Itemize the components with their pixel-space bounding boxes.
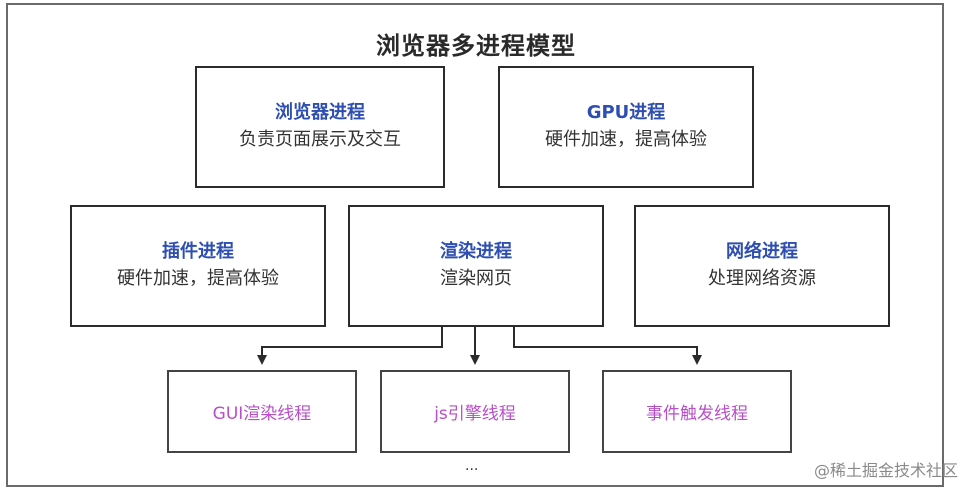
plugin-process-name: 插件进程: [162, 241, 234, 262]
diagram-title: 浏览器多进程模型: [376, 32, 576, 60]
browser-process-desc: 负责页面展示及交互: [239, 129, 401, 150]
network-process-name: 网络进程: [726, 241, 798, 262]
gpu-process-desc: 硬件加速，提高体验: [545, 129, 707, 150]
network-process-box: 网络进程 处理网络资源: [634, 205, 890, 327]
network-process-desc: 处理网络资源: [708, 268, 816, 289]
gpu-process-box: GPU进程 硬件加速，提高体验: [498, 66, 754, 188]
ellipsis: ...: [465, 458, 479, 474]
gpu-process-name: GPU进程: [586, 102, 666, 123]
renderer-process-name: 渲染进程: [440, 241, 512, 262]
renderer-process-desc: 渲染网页: [440, 268, 512, 289]
arrow-to-gui-thread: [257, 327, 443, 365]
arrow-to-event-thread: [513, 327, 702, 365]
event-trigger-thread-box: 事件触发线程: [602, 370, 792, 453]
js-engine-thread-box: js引擎线程: [380, 370, 570, 453]
browser-process-box: 浏览器进程 负责页面展示及交互: [195, 66, 445, 188]
renderer-process-box: 渲染进程 渲染网页: [348, 205, 604, 327]
plugin-process-box: 插件进程 硬件加速，提高体验: [70, 205, 326, 327]
browser-process-name: 浏览器进程: [275, 102, 365, 123]
watermark: @稀土掘金技术社区: [813, 461, 958, 480]
gui-render-thread-box: GUI渲染线程: [167, 370, 357, 453]
plugin-process-desc: 硬件加速，提高体验: [117, 268, 279, 289]
